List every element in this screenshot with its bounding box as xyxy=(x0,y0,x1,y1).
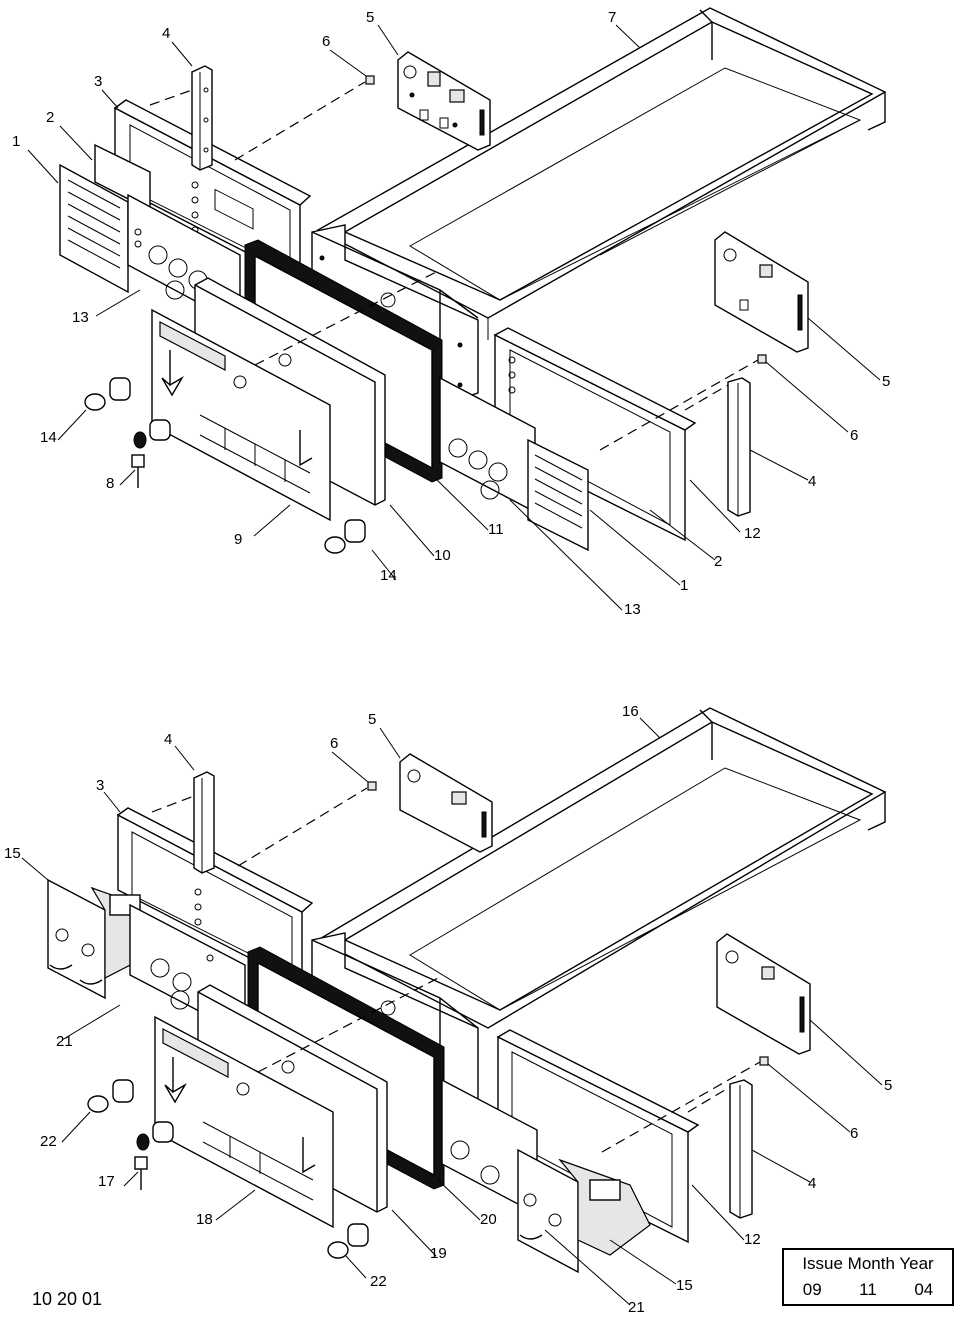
callout: 13 xyxy=(624,601,641,618)
callout: 1 xyxy=(680,577,688,594)
leader-lines xyxy=(27,24,881,611)
callout: 21 xyxy=(628,1299,645,1316)
lock-cam-lower xyxy=(324,519,366,554)
callout: 4 xyxy=(164,731,172,748)
callout: 17 xyxy=(98,1173,115,1190)
coin-mechanism-right xyxy=(517,1148,651,1274)
coin-mechanism xyxy=(47,878,141,1000)
callout: 15 xyxy=(4,845,21,862)
callout: 9 xyxy=(234,531,242,548)
callout: 11 xyxy=(488,521,504,538)
callouts-bottom: 15 3 4 6 5 16 21 22 17 18 19 20 22 21 15… xyxy=(4,703,892,1316)
callout: 18 xyxy=(196,1211,213,1228)
grille-panel-right xyxy=(527,438,589,552)
circuit-board xyxy=(397,51,491,151)
callout: 5 xyxy=(368,711,376,728)
tray xyxy=(316,7,887,340)
bottom-view: 15 3 4 6 5 16 21 22 17 18 19 20 22 21 15… xyxy=(4,703,892,1316)
callouts-top: 1 2 3 4 5 6 7 13 14 8 9 10 11 14 13 1 2 … xyxy=(12,9,890,618)
side-frame xyxy=(493,327,697,542)
issue-year: 04 xyxy=(914,1280,934,1299)
callout: 2 xyxy=(46,109,54,126)
callout: 12 xyxy=(744,1231,761,1248)
callout: 6 xyxy=(850,427,858,444)
standoff-right xyxy=(759,1056,769,1066)
standoff xyxy=(367,781,377,791)
callout: 12 xyxy=(744,525,761,542)
callout: 21 xyxy=(56,1033,73,1050)
issue-month: 11 xyxy=(859,1280,877,1299)
issue-header: Issue Month Year xyxy=(802,1254,934,1273)
key-lock xyxy=(134,1121,174,1190)
tray xyxy=(316,707,887,1029)
callout: 3 xyxy=(94,73,102,90)
key-lock xyxy=(131,419,171,488)
circuit-board xyxy=(399,753,493,853)
callout: 22 xyxy=(370,1273,387,1290)
front-decal xyxy=(151,308,331,522)
leader-lines xyxy=(21,717,883,1306)
callout: 6 xyxy=(322,33,330,50)
callout: 19 xyxy=(430,1245,447,1262)
callout: 6 xyxy=(850,1125,858,1142)
callout: 13 xyxy=(72,309,89,326)
callout: 20 xyxy=(480,1211,497,1228)
bracket-right xyxy=(729,1079,753,1219)
callout: 5 xyxy=(366,9,374,26)
callout: 14 xyxy=(40,429,57,446)
issue-number: 09 xyxy=(802,1280,822,1299)
grille-panel xyxy=(59,163,129,294)
callout: 4 xyxy=(808,1175,816,1192)
callout: 22 xyxy=(40,1133,57,1150)
callout: 3 xyxy=(96,777,104,794)
callout: 4 xyxy=(162,25,170,42)
issue-table: Issue Month Year 09 11 04 xyxy=(782,1248,954,1306)
callout: 1 xyxy=(12,133,20,150)
callout: 15 xyxy=(676,1277,693,1294)
side-frame xyxy=(496,1029,700,1244)
standoff xyxy=(365,75,375,85)
front-decal xyxy=(154,1015,334,1229)
callout: 7 xyxy=(608,9,616,26)
callout: 5 xyxy=(882,373,890,390)
callout: 14 xyxy=(380,567,397,584)
top-view: 1 2 3 4 5 6 7 13 14 8 9 10 11 14 13 1 2 … xyxy=(12,7,890,618)
issue-values: 09 11 04 xyxy=(784,1280,952,1300)
callout: 2 xyxy=(714,553,722,570)
circuit-board-right xyxy=(714,231,809,353)
callout: 5 xyxy=(884,1077,892,1094)
lock-cam xyxy=(87,1079,134,1113)
bracket-upright xyxy=(191,65,213,171)
document-code: 10 20 01 xyxy=(32,1289,103,1309)
lock-cam xyxy=(84,377,131,411)
lock-cam-lower xyxy=(327,1223,369,1259)
bracket-right xyxy=(727,377,751,517)
standoff-right xyxy=(757,354,767,364)
callout: 4 xyxy=(808,473,816,490)
callout: 10 xyxy=(434,547,451,564)
callout: 16 xyxy=(622,703,639,720)
circuit-board-right xyxy=(716,933,811,1055)
callout: 6 xyxy=(330,735,338,752)
bracket-upright xyxy=(193,771,215,874)
callout: 8 xyxy=(106,475,114,492)
